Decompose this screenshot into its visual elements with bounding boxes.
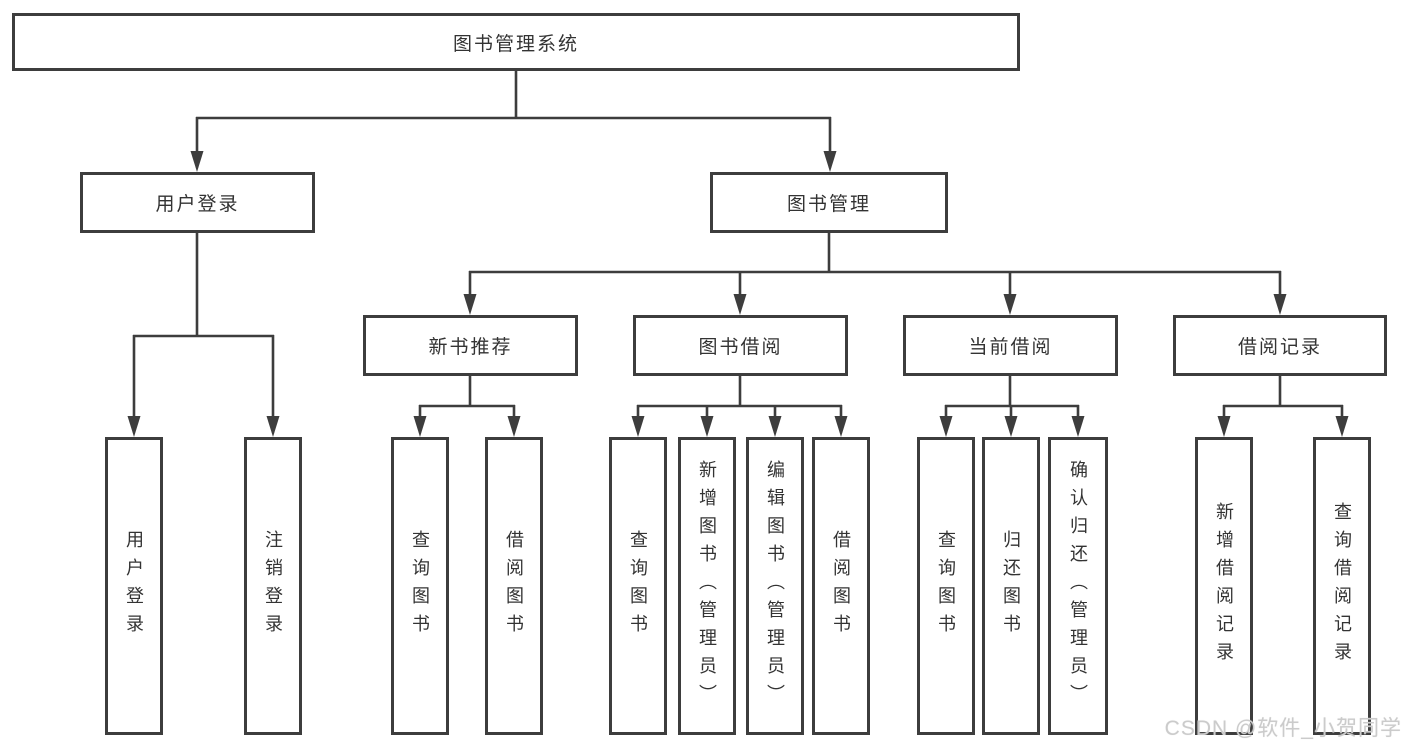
arrowhead-icons xyxy=(127,151,1349,437)
leaf-user-login: 用户登录 xyxy=(105,437,163,735)
leaf-borrow-books: 借阅图书 xyxy=(812,437,870,735)
node-current-borrowing: 当前借阅 xyxy=(903,315,1118,376)
node-label: 查询图书 xyxy=(936,530,956,642)
node-label: 用户登录 xyxy=(155,194,240,215)
leaf-return-books: 归还图书 xyxy=(982,437,1040,735)
leaf-edit-books-admin: 编辑图书（管理员） xyxy=(746,437,804,735)
node-label: 图书借阅 xyxy=(698,337,783,358)
leaf-logout: 注销登录 xyxy=(244,437,302,735)
node-label: 注销登录 xyxy=(263,530,283,642)
leaf-confirm-return-admin: 确认归还（管理员） xyxy=(1048,437,1108,735)
leaf-query-books-current: 查询图书 xyxy=(917,437,975,735)
node-label: 查询图书 xyxy=(410,530,430,642)
node-borrowing-records: 借阅记录 xyxy=(1173,315,1387,376)
node-label: 借阅图书 xyxy=(831,530,851,642)
node-user-login: 用户登录 xyxy=(80,172,315,233)
node-label: 借阅图书 xyxy=(504,530,524,642)
node-label: 用户登录 xyxy=(124,530,144,642)
node-label: 图书管理系统 xyxy=(452,33,579,55)
node-label: 图书管理 xyxy=(786,194,871,215)
leaf-query-books-recommend: 查询图书 xyxy=(391,437,449,735)
leaf-add-books-admin: 新增图书（管理员） xyxy=(678,437,736,735)
node-root-system: 图书管理系统 xyxy=(12,13,1020,71)
node-label: 编辑图书（管理员） xyxy=(765,460,785,712)
node-book-borrowing: 图书借阅 xyxy=(633,315,848,376)
node-book-management: 图书管理 xyxy=(710,172,948,233)
node-label: 新增借阅记录 xyxy=(1214,502,1234,670)
leaf-query-borrow-record: 查询借阅记录 xyxy=(1313,437,1371,735)
leaf-borrow-books-recommend: 借阅图书 xyxy=(485,437,543,735)
node-label: 查询图书 xyxy=(628,530,648,642)
node-label: 当前借阅 xyxy=(968,337,1053,358)
node-label: 归还图书 xyxy=(1001,530,1021,642)
node-new-book-recommend: 新书推荐 xyxy=(363,315,578,376)
node-label: 新增图书（管理员） xyxy=(697,460,717,712)
node-label: 借阅记录 xyxy=(1237,337,1322,358)
leaf-query-books-borrowing: 查询图书 xyxy=(609,437,667,735)
node-label: 新书推荐 xyxy=(428,337,513,358)
csdn-watermark: CSDN @软件_小贺同学 xyxy=(1164,717,1402,740)
leaf-add-borrow-record: 新增借阅记录 xyxy=(1195,437,1253,735)
node-label: 查询借阅记录 xyxy=(1332,502,1352,670)
node-label: 确认归还（管理员） xyxy=(1068,460,1088,712)
